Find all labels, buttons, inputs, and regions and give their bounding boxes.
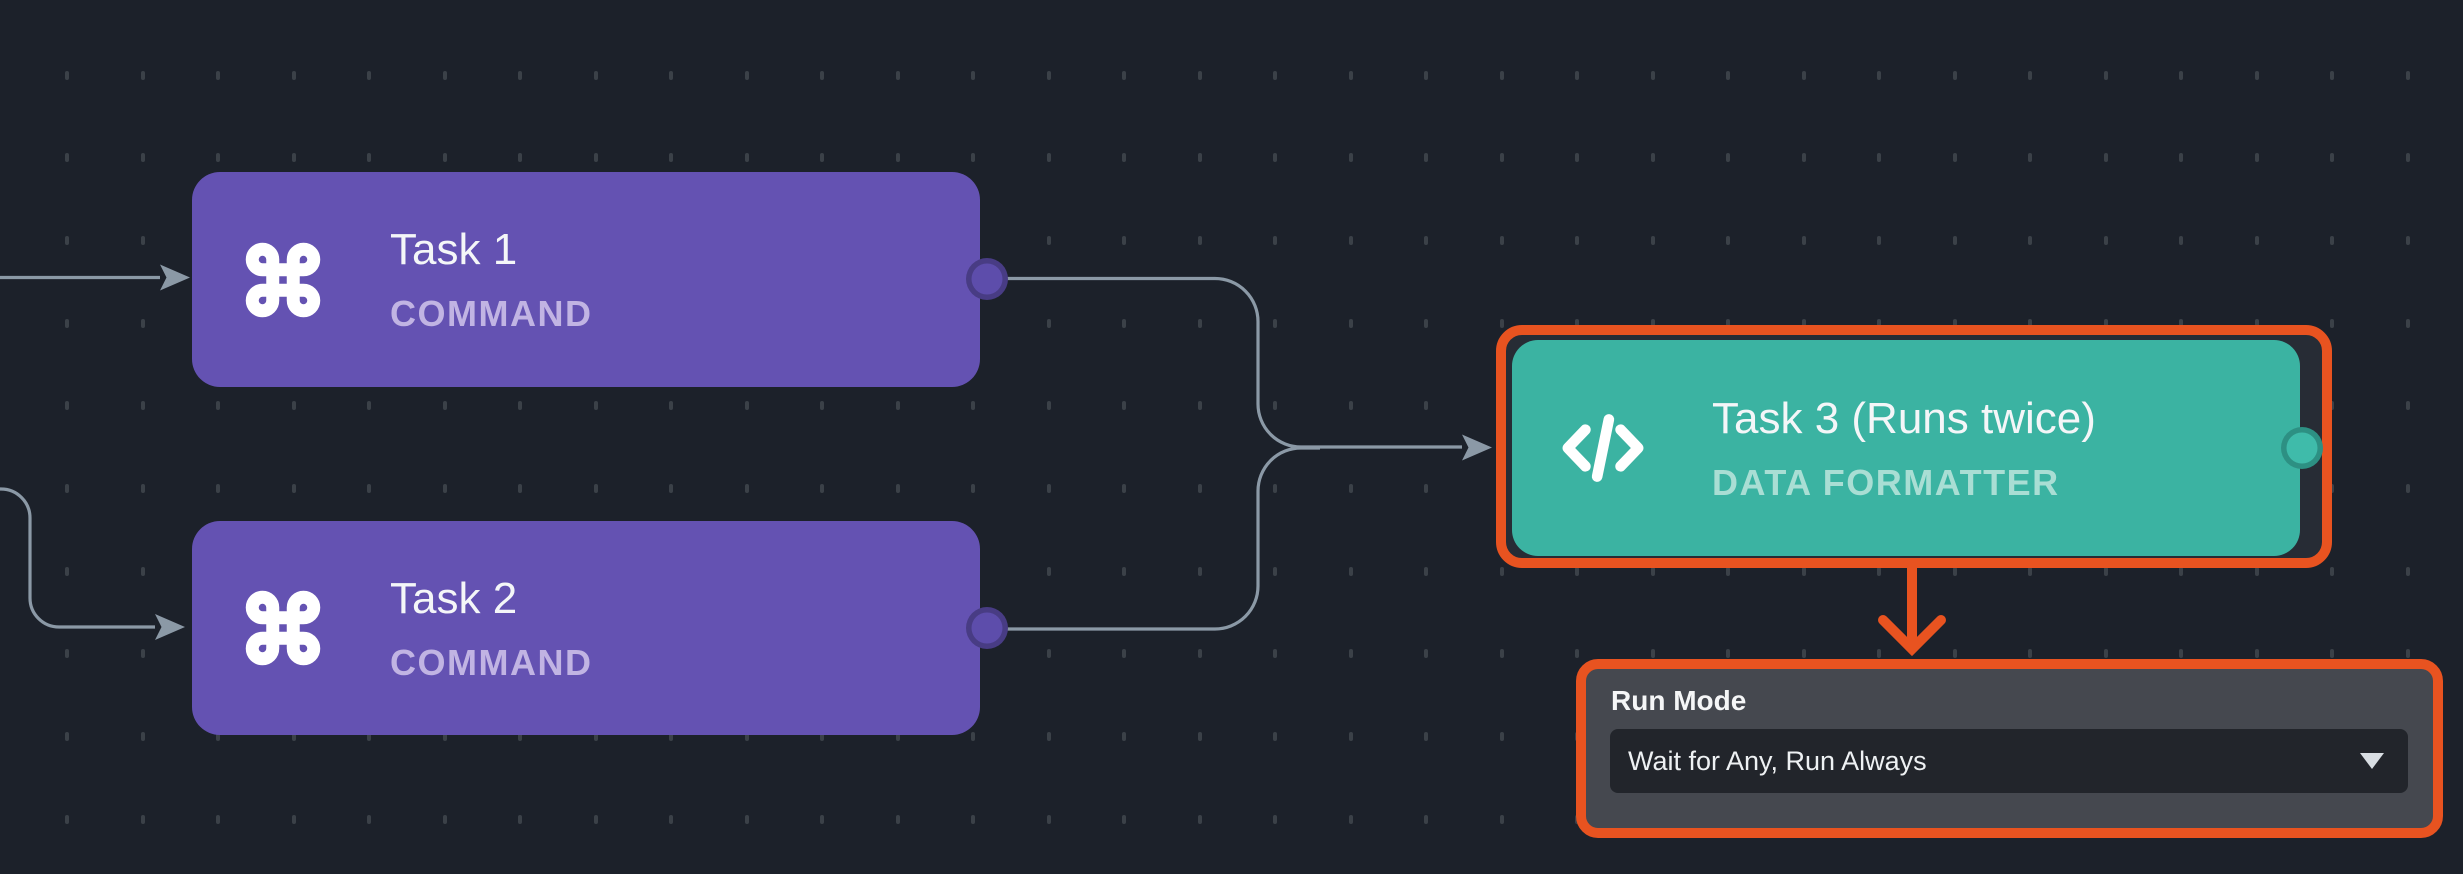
- run-mode-panel: Run Mode Wait for Any, Run Always: [1576, 659, 2443, 838]
- caret-down-icon: [2360, 753, 2384, 769]
- node-subtitle: COMMAND: [390, 641, 593, 683]
- node-title: Task 2: [390, 573, 518, 623]
- node-title: Task 3 (Runs twice): [1712, 393, 2096, 443]
- run-mode-dropdown[interactable]: Wait for Any, Run Always: [1610, 729, 2408, 793]
- node-title: Task 1: [390, 225, 518, 275]
- node-task-3[interactable]: Task 3 (Runs twice) DATA FORMATTER: [1512, 340, 2300, 556]
- node-subtitle: COMMAND: [390, 293, 593, 335]
- run-mode-dropdown-value: Wait for Any, Run Always: [1628, 745, 1927, 776]
- node-task-1[interactable]: Task 1 COMMAND: [192, 172, 980, 387]
- node-subtitle: DATA FORMATTER: [1712, 461, 2060, 503]
- node-task-2[interactable]: Task 2 COMMAND: [192, 521, 980, 735]
- command-icon: [242, 239, 324, 321]
- run-mode-label: Run Mode: [1611, 685, 1747, 716]
- code-icon: [1554, 404, 1652, 492]
- command-icon: [242, 587, 324, 669]
